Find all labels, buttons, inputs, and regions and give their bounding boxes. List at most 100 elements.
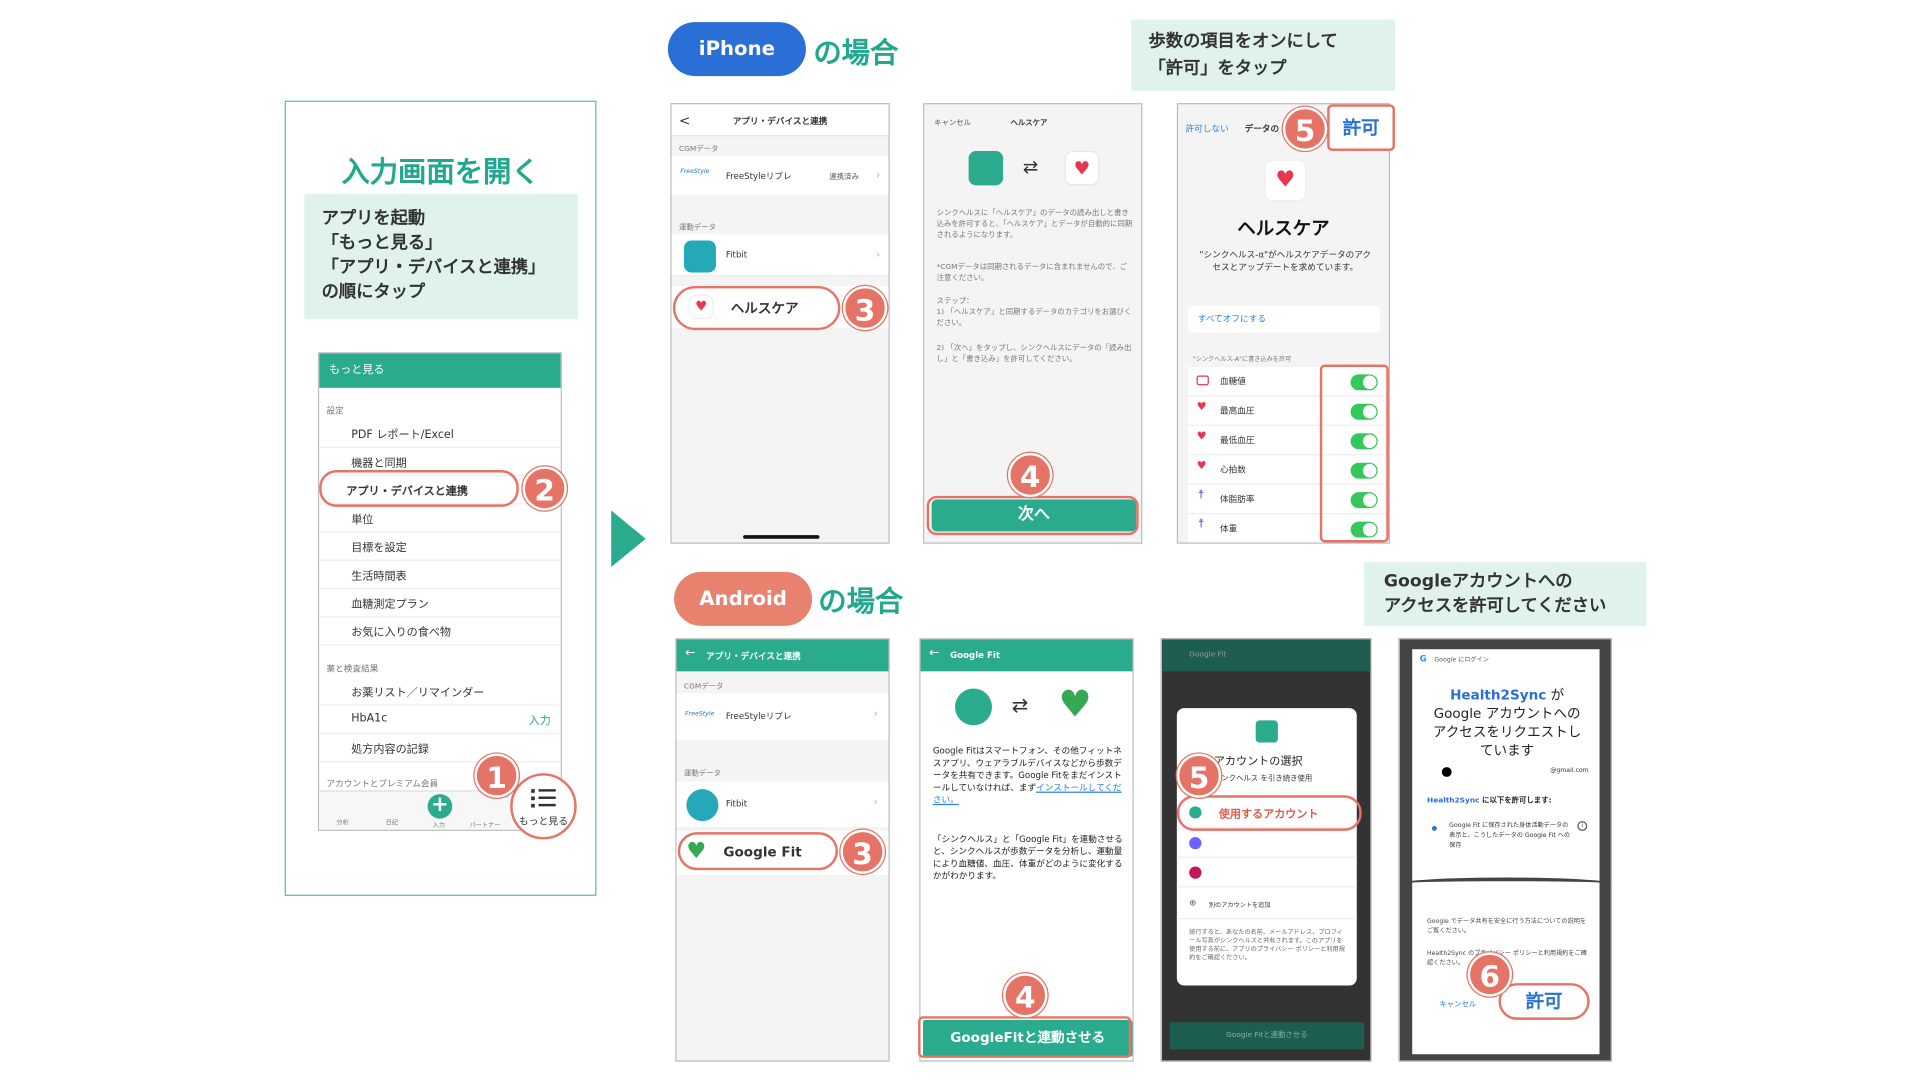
- dialog-subtitle: シンクヘルス を引き続き使用: [1213, 774, 1313, 784]
- permission-desc: "シンクヘルス-α"がヘルスケアデータのアクセスとアップデートを求めています。: [1199, 250, 1372, 273]
- iphone-note: 歩数の項目をオンにして 「許可」をタップ: [1131, 19, 1395, 91]
- write-permission-label: "シンクヘルス-A"に書き込みを許可: [1192, 355, 1292, 364]
- synchealth-icon: [968, 150, 1004, 186]
- ios-header-title: アプリ・デバイスと連携: [732, 116, 828, 127]
- perm-row-dia-bp: 最低血圧: [1187, 426, 1386, 456]
- fitbit-row[interactable]: Fitbit ›: [671, 234, 889, 277]
- tab-diary[interactable]: 日記: [385, 819, 399, 828]
- privacy-text: Health2Sync のプライバシー ポリシーと利用規約をご確認ください。: [1427, 949, 1587, 968]
- menu-item-favorite-food[interactable]: お気に入りの食べ物: [319, 617, 561, 646]
- data-access-label: データの: [1244, 123, 1280, 134]
- toggle-heart-rate[interactable]: [1350, 462, 1378, 479]
- googlefit-text-2: 「シンクヘルス」と「Google Fit」を連動させると、シンクヘルスが歩数デー…: [932, 834, 1123, 882]
- fitbit-row[interactable]: Fitbit ›: [676, 781, 889, 829]
- cancel-button[interactable]: キャンセル: [1439, 1000, 1477, 1009]
- dialog-title: アカウントの選択: [1213, 756, 1303, 769]
- arrow-right-icon: [611, 510, 646, 568]
- consent-sheet: G Google にログイン Health2Sync が Google アカウン…: [1399, 649, 1611, 1055]
- fitbit-icon: [686, 789, 719, 822]
- menu-item-unit[interactable]: 単位: [319, 504, 561, 533]
- dim-header-title: Google Fit: [1189, 650, 1227, 660]
- more-tab-highlight[interactable]: もっと見る: [510, 773, 577, 840]
- toggle-glucose[interactable]: [1350, 374, 1378, 391]
- info-icon[interactable]: i: [1577, 821, 1588, 831]
- highlight-healthcare: [672, 285, 841, 331]
- exchange-icon: ⇄: [1022, 155, 1039, 178]
- android-note-line: Googleアカウントへの: [1383, 571, 1573, 592]
- android-note-line: アクセスを許可してください: [1383, 596, 1607, 617]
- install-link[interactable]: インストールしてください。: [932, 783, 1122, 806]
- menu-item-app-device[interactable]: アプリ・デバイスと連携: [319, 476, 561, 505]
- wave-divider: [1399, 877, 1611, 890]
- cancel-link[interactable]: キャンセル: [934, 119, 972, 128]
- menu-item-prescription[interactable]: 処方内容の記録: [319, 734, 561, 763]
- freestyle-row[interactable]: FreeStyle FreeStyleリブレ ›: [676, 693, 889, 741]
- hba1c-input-link[interactable]: 入力: [528, 714, 551, 728]
- back-arrow-icon[interactable]: ←: [929, 646, 940, 661]
- add-icon[interactable]: +: [427, 793, 453, 819]
- step-badge-5-ios: 5: [1282, 106, 1328, 151]
- turn-all-off-button[interactable]: すべてオフにする: [1187, 305, 1381, 333]
- instruction-line: 「もっと見る」: [321, 233, 443, 253]
- account-row-3[interactable]: [1176, 858, 1357, 888]
- tab-input[interactable]: 入力: [432, 822, 445, 830]
- permission-dot: [1431, 825, 1437, 831]
- turn-all-off-label: すべてオフにする: [1197, 314, 1266, 325]
- menu-item-life-time[interactable]: 生活時間表: [319, 561, 561, 590]
- step-badge-3-ios: 3: [842, 285, 888, 331]
- fitbit-icon: [683, 240, 716, 273]
- toggle-body-fat[interactable]: [1350, 492, 1378, 509]
- iphone-suffix: の場合: [813, 38, 899, 70]
- permission-list: 血糖値 最高血圧 最低血圧 心拍数 体脂肪率 体重 ♥ ♥ ♥ ☨ ☨: [1187, 366, 1386, 543]
- ios-header: < アプリ・デバイスと連携: [671, 104, 889, 137]
- tab-partner[interactable]: パートナー: [469, 822, 501, 830]
- allow-button-ios[interactable]: 許可: [1327, 104, 1395, 151]
- allow-label: Health2Sync に以下を許可します:: [1427, 796, 1552, 806]
- menu-item-glucose-plan[interactable]: 血糖測定プラン: [319, 589, 561, 618]
- highlight-app-device: [319, 470, 519, 507]
- toggle-sys-bp[interactable]: [1350, 403, 1378, 420]
- back-chevron-icon[interactable]: <: [678, 112, 691, 129]
- section-cgm: CGMデータ: [683, 682, 724, 691]
- synchealth-icon: [1255, 720, 1278, 743]
- highlight-next: [926, 495, 1139, 536]
- section-account: アカウントとプレミアム会員: [326, 779, 439, 790]
- deny-link[interactable]: 許可しない: [1185, 123, 1229, 134]
- heart-icon: ♥: [1196, 460, 1207, 473]
- menu-item-medicine-list[interactable]: お薬リスト／リマインダー: [319, 677, 561, 706]
- section-settings: 設定: [326, 406, 344, 417]
- account-row-2[interactable]: [1176, 828, 1357, 858]
- more-tab-label: もっと見る: [518, 816, 569, 828]
- menu-item-goal[interactable]: 目標を設定: [319, 533, 561, 561]
- toggle-dia-bp[interactable]: [1350, 433, 1378, 450]
- consent-heading-app: Health2Sync: [1450, 687, 1547, 704]
- chevron-right-icon: ›: [873, 796, 878, 808]
- back-arrow-icon[interactable]: ←: [685, 646, 696, 661]
- freestyle-row[interactable]: FreeStyle FreeStyleリブレ 連携済み ›: [671, 155, 889, 196]
- instruction-line: アプリを起動: [321, 208, 426, 229]
- consent-heading: Health2Sync が Google アカウントへのアクセスをリクエストして…: [1432, 687, 1582, 759]
- allow-button-android[interactable]: 許可: [1498, 983, 1590, 1020]
- add-person-icon: ⊕: [1189, 898, 1197, 909]
- iphone-healthcare-permission-screen: 許可しない データの ♥ ヘルスケア "シンクヘルス-α"がヘルスケアデータのア…: [1176, 103, 1391, 544]
- perm-row-sys-bp: 最高血圧: [1187, 396, 1386, 426]
- freestyle-logo-icon: FreeStyle: [680, 168, 710, 176]
- menu-item-sync[interactable]: 機器と同期: [319, 448, 561, 477]
- connect-googlefit-button[interactable]: GoogleFitと連動させる: [922, 1019, 1133, 1057]
- tab-analysis[interactable]: 分析: [336, 819, 349, 828]
- exchange-icon: ⇄: [1011, 693, 1029, 717]
- step-badge-5-android: 5: [1176, 753, 1222, 798]
- add-account-row[interactable]: ⊕ 別のアカウントを追加: [1176, 892, 1357, 920]
- toggle-weight[interactable]: [1350, 521, 1378, 538]
- highlight-connect: [918, 1016, 1132, 1058]
- menu-item-pdf[interactable]: PDF レポート/Excel: [319, 420, 561, 448]
- left-panel-title: 入力画面を開く: [341, 157, 540, 190]
- avatar: [1189, 837, 1202, 850]
- next-button[interactable]: 次へ: [931, 499, 1137, 532]
- permission-text: Google Fit に保存された身体活動データの表示と、こうしたデータの Go…: [1449, 822, 1571, 850]
- more-screen: もっと見る 設定 PDF レポート/Excel 機器と同期 アプリ・デバイスと連…: [317, 352, 562, 831]
- perm-row-glucose: 血糖値: [1187, 367, 1386, 397]
- section-exercise: 運動データ: [678, 223, 716, 232]
- list-icon: [531, 788, 556, 808]
